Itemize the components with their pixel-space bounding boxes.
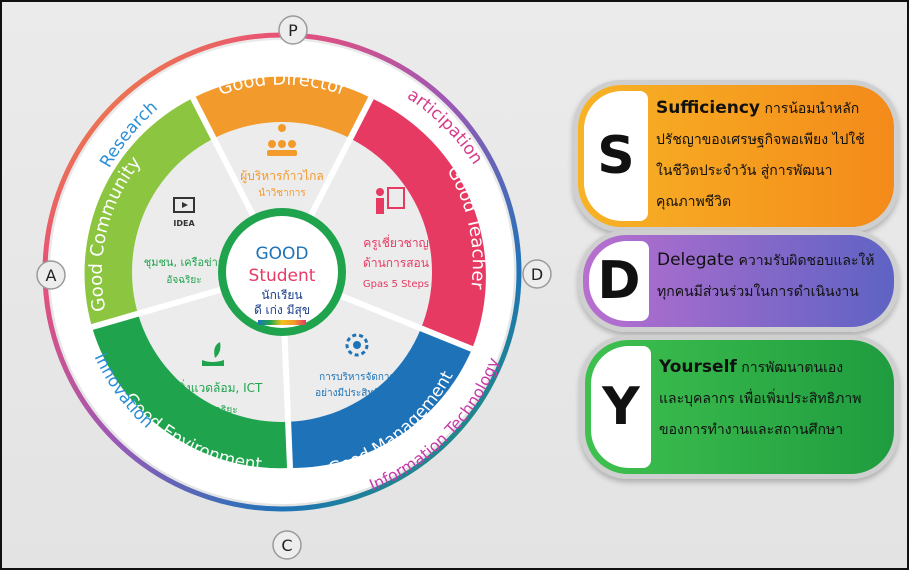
hand-plant-icon xyxy=(202,342,224,366)
management-text-2: อย่างมีประสิทธิภาพ xyxy=(315,387,399,399)
pill-yourself-text: Yourself การพัฒนาตนเอง และบุคลากร เพื่อเ… xyxy=(659,352,891,445)
management-text: การบริหารจัดการ xyxy=(319,372,395,383)
pill-yourself: Y Yourself การพัฒนาตนเอง และบุคลากร เพื่… xyxy=(580,335,899,479)
pill-yourself-line-2: และบุคลากร เพื่อเพิ่มประสิทธิภาพ xyxy=(659,391,862,407)
pill-yourself-line-1: การพัฒนาตนเอง xyxy=(736,360,844,376)
cardinal-left: A xyxy=(36,260,66,290)
cardinal-top: P xyxy=(278,15,308,45)
cardinal-bottom: C xyxy=(272,530,302,560)
teacher-subtext: Gpas 5 Steps xyxy=(363,279,429,290)
pill-delegate-line-1: ความรับผิดชอบและให้ xyxy=(734,253,875,269)
center-color-bar xyxy=(258,320,306,325)
pill-sufficiency: S Sufficiency การน้อมนำหลัก ปรัชญาของเศร… xyxy=(573,80,899,232)
environment-text-2: อัจฉริยะ xyxy=(202,405,237,416)
svg-text:A: A xyxy=(46,266,57,285)
pill-sufficiency-line-3: ในชีวิตประจำวัน สู่การพัฒนา xyxy=(656,163,833,179)
pill-sufficiency-letter: S xyxy=(597,126,635,186)
svg-text:IDEA: IDEA xyxy=(173,219,195,228)
svg-text:C: C xyxy=(281,536,292,555)
pill-yourself-letter-box: Y xyxy=(591,346,651,468)
center-thai-2: ดี เก่ง มีสุข xyxy=(254,303,310,318)
community-text: ชุมชน, เครือข่าย xyxy=(144,256,224,269)
teacher-text-2: ด้านการสอน xyxy=(363,256,429,270)
center-thai-1: นักเรียน xyxy=(261,288,302,302)
pill-sufficiency-line-4: คุณภาพชีวิต xyxy=(656,194,732,210)
pill-yourself-letter: Y xyxy=(602,377,640,437)
pill-delegate-letter-box: D xyxy=(589,241,649,321)
pill-sufficiency-line-1: การน้อมนำหลัก xyxy=(760,101,860,117)
center-student: Student xyxy=(249,266,316,286)
pill-sufficiency-text: Sufficiency การน้อมนำหลัก ปรัชญาของเศรษฐ… xyxy=(656,93,888,217)
team-leader-icon xyxy=(267,124,297,156)
gear-icon xyxy=(345,333,369,357)
pill-sufficiency-letter-box: S xyxy=(584,91,648,221)
svg-text:D: D xyxy=(531,265,543,284)
teacher-text: ครูเชี่ยวชาญ xyxy=(363,234,429,251)
svg-text:P: P xyxy=(288,21,298,40)
community-text-2: อัจฉริยะ xyxy=(166,275,201,286)
center-good: GOOD xyxy=(255,244,308,264)
pill-sufficiency-line-2: ปรัชญาของเศรษฐกิจพอเพียง ไปใช้ xyxy=(656,132,865,148)
pdca-wheel: GOOD Student นักเรียน ดี เก่ง มีสุข Good… xyxy=(2,2,552,560)
pill-delegate-letter: D xyxy=(597,251,641,311)
pill-yourself-line-3: ของการทำงานและสถานศึกษา xyxy=(659,422,844,438)
environment-text: สิ่งแวดล้อม, ICT xyxy=(178,379,263,395)
center-disc xyxy=(226,216,338,328)
pill-delegate: D Delegate ความรับผิดชอบและให้ ทุกคนมีส่… xyxy=(578,230,899,332)
director-text: ผู้บริหารก้าวไกล xyxy=(240,169,324,184)
cardinal-right: D xyxy=(522,259,552,289)
pill-yourself-keyword: Yourself xyxy=(659,357,737,377)
pill-delegate-keyword: Delegate xyxy=(657,250,735,270)
pill-sufficiency-keyword: Sufficiency xyxy=(656,98,761,118)
pill-delegate-text: Delegate ความรับผิดชอบและให้ ทุกคนมีส่วน… xyxy=(657,245,889,307)
teacher-board-icon xyxy=(376,187,405,214)
director-subtext: นำวิชาการ xyxy=(258,188,306,199)
idea-monitor-icon: IDEA xyxy=(173,197,195,228)
pill-delegate-line-2: ทุกคนมีส่วนร่วมในการดำเนินงาน xyxy=(657,284,859,300)
